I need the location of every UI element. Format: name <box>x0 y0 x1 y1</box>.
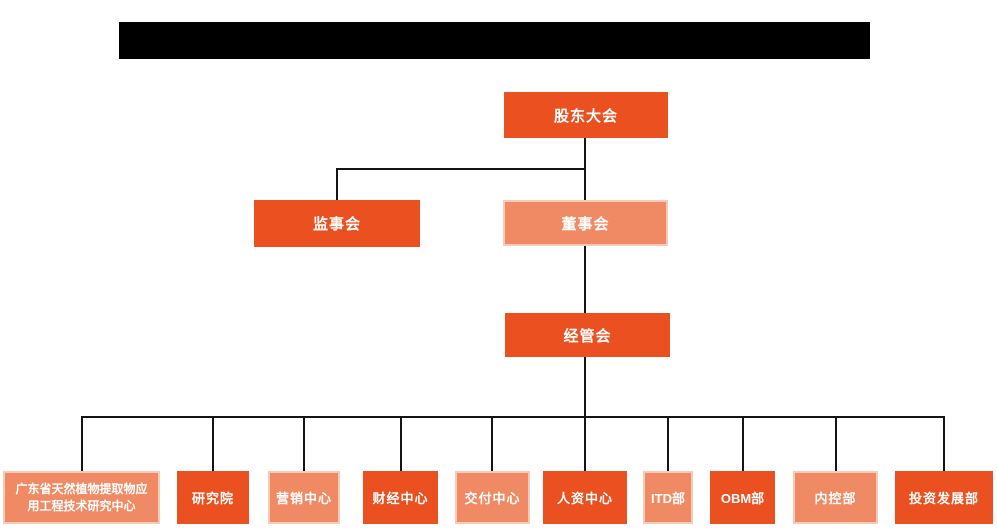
org-node-dept-obm: OBM部 <box>710 471 775 524</box>
connector-board-to-management <box>584 246 586 313</box>
org-node-management-committee: 经管会 <box>505 313 670 357</box>
org-node-dept-itd: ITD部 <box>643 471 693 524</box>
connector-drop-marketing <box>303 416 305 471</box>
connector-management-down <box>584 357 586 417</box>
connector-departments-horizontal <box>81 416 945 418</box>
org-node-board-of-directors: 董事会 <box>503 200 668 246</box>
connector-drop-research-center <box>81 416 83 471</box>
connector-drop-investment <box>943 416 945 471</box>
connector-supervisory-drop <box>336 168 338 200</box>
connector-drop-finance <box>400 416 402 471</box>
connector-branch-horizontal <box>336 168 586 170</box>
org-node-dept-investment-dev: 投资发展部 <box>895 471 993 524</box>
connector-drop-obm <box>742 416 744 471</box>
connector-drop-delivery <box>491 416 493 471</box>
connector-drop-internal-control <box>835 416 837 471</box>
connector-drop-research-institute <box>212 416 214 471</box>
org-node-shareholders-meeting: 股东大会 <box>504 92 668 138</box>
org-node-dept-hr-center: 人资中心 <box>543 471 627 524</box>
org-node-dept-delivery-center: 交付中心 <box>455 471 530 524</box>
connector-drop-hr <box>584 416 586 471</box>
org-node-dept-internal-control: 内控部 <box>793 471 878 524</box>
org-node-dept-finance-center: 财经中心 <box>363 471 438 524</box>
org-node-supervisory-board: 监事会 <box>254 200 420 247</box>
org-node-dept-research-center: 广东省天然植物提取物应用工程技术研究中心 <box>3 471 160 524</box>
org-node-dept-marketing-center: 营销中心 <box>268 471 340 524</box>
org-node-dept-research-institute: 研究院 <box>177 471 249 524</box>
connector-drop-itd <box>667 416 669 471</box>
redacted-title-bar <box>119 22 870 59</box>
